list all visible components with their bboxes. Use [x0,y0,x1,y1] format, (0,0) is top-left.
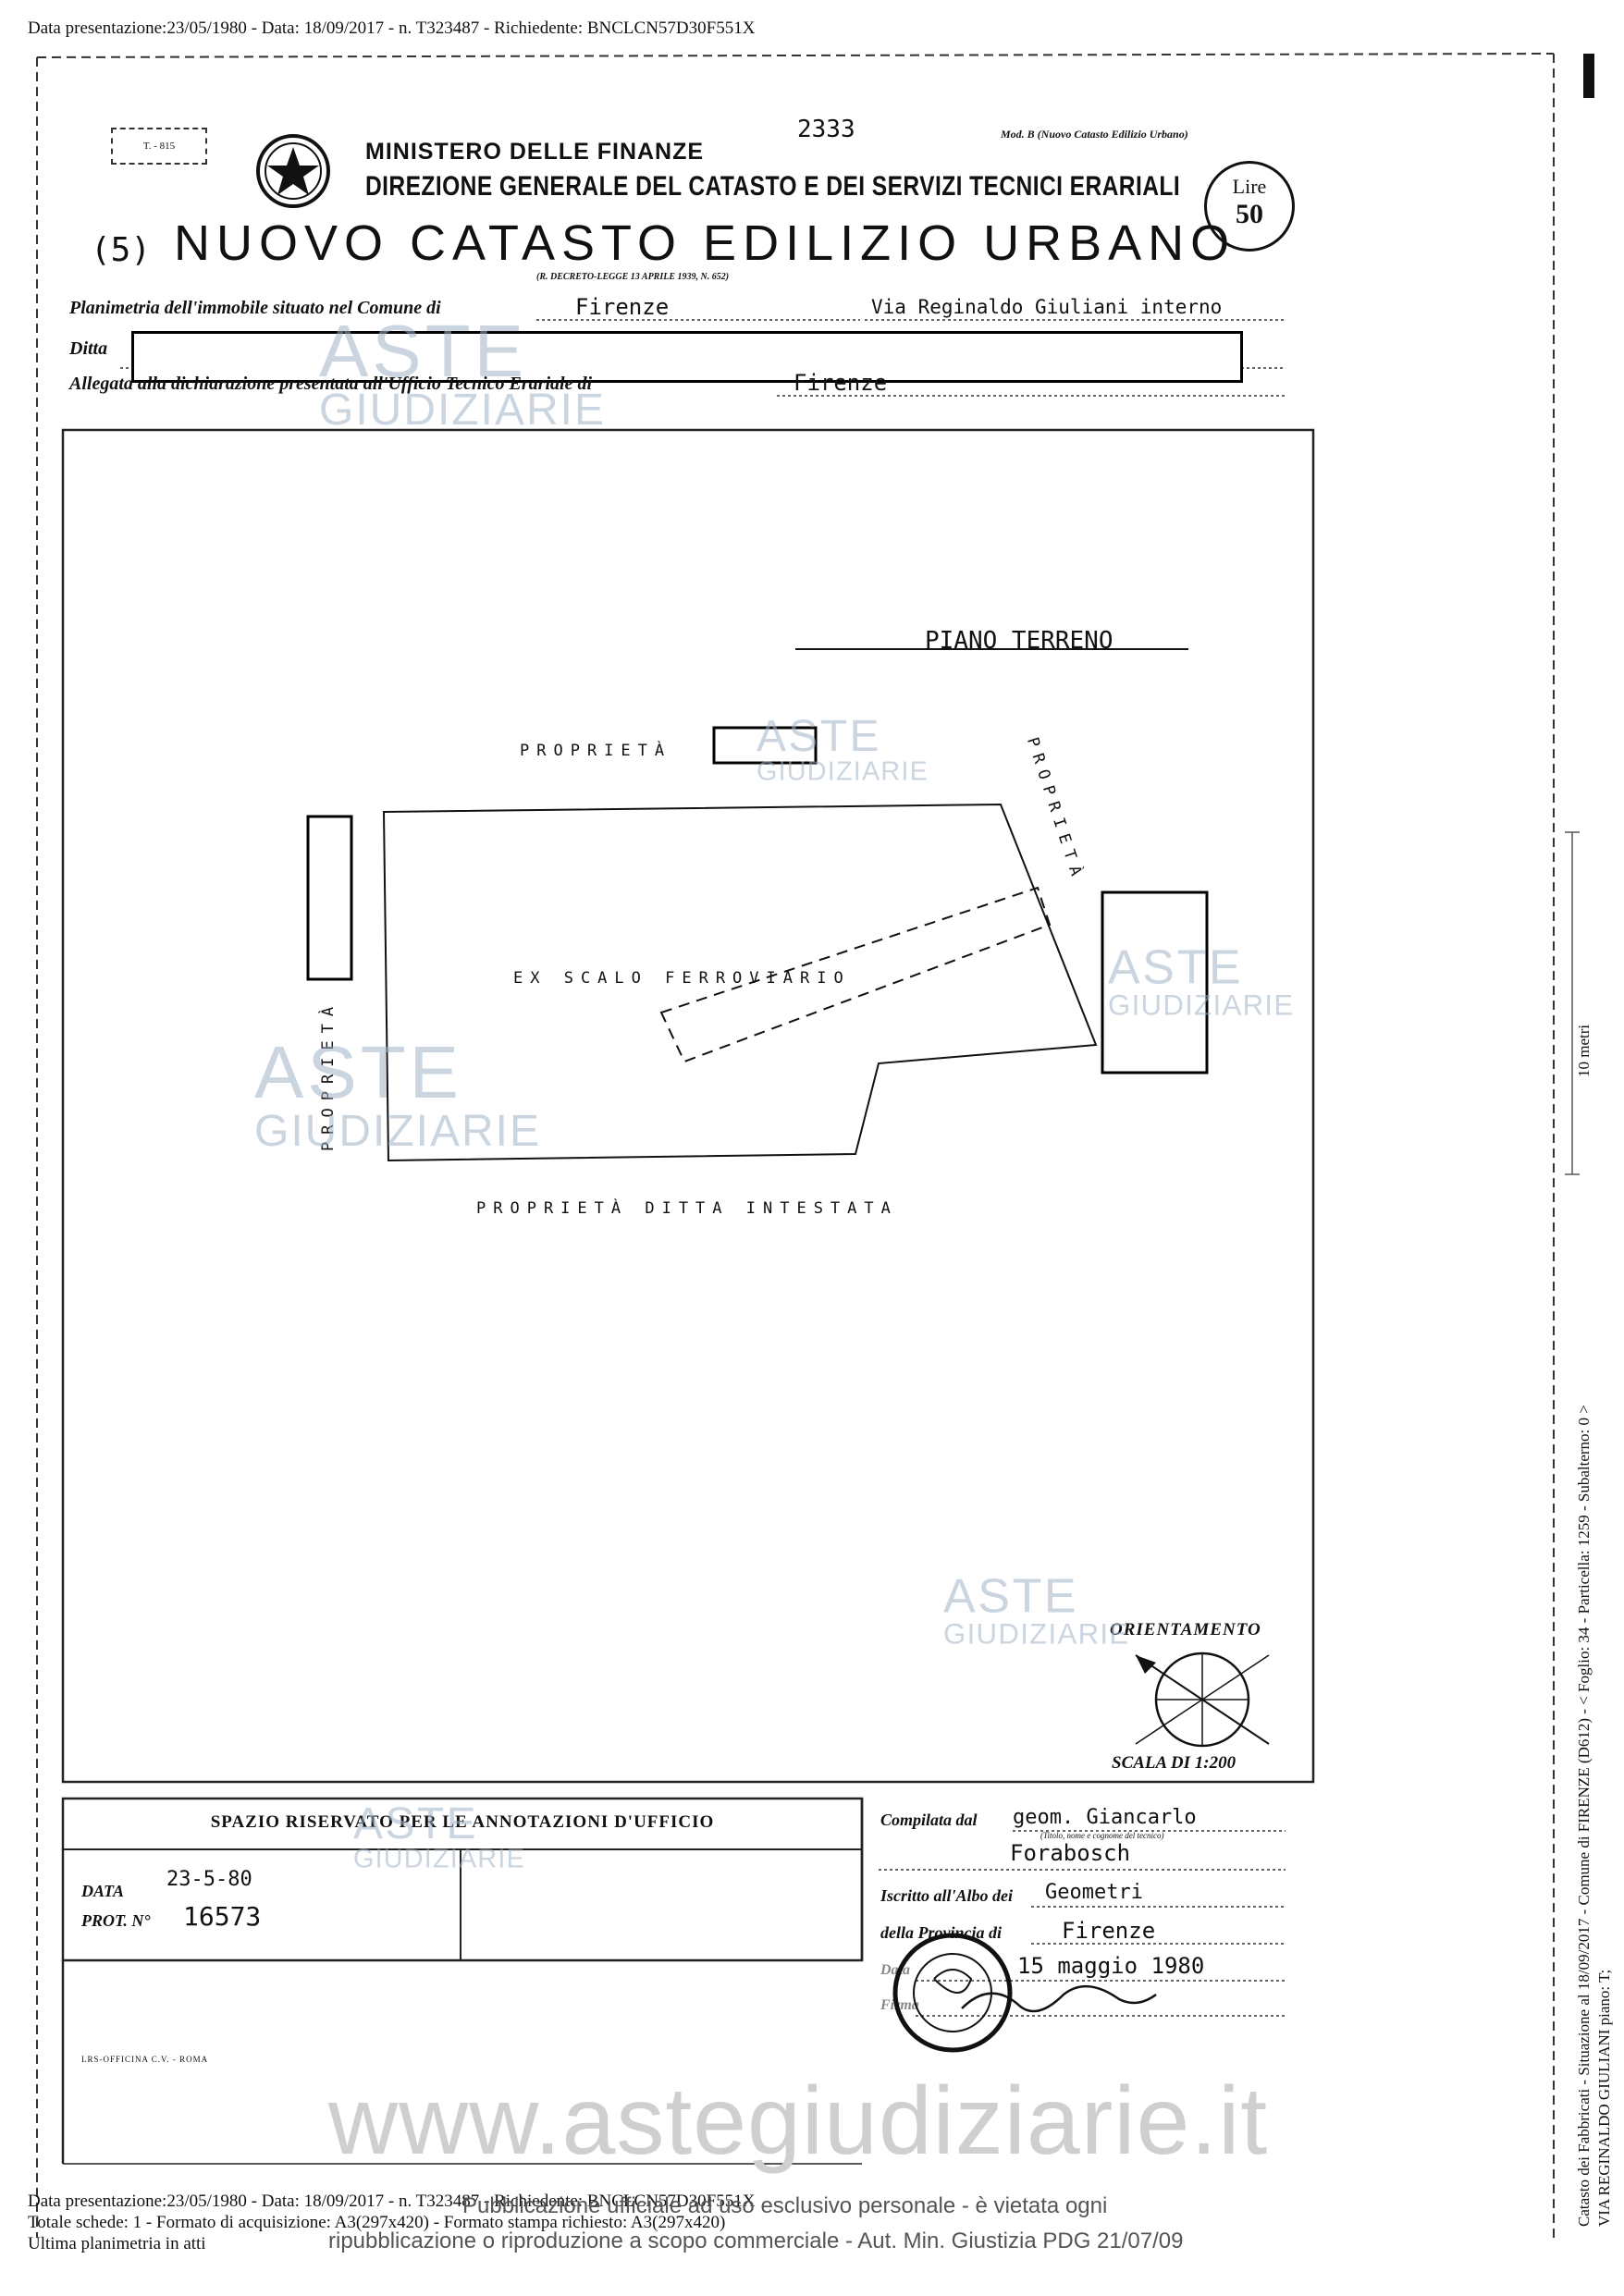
compilata-label: Compilata dal [880,1811,978,1829]
compilata-name: geom. Giancarlo [1013,1806,1197,1829]
model-label: Mod. B (Nuovo Catasto Edilizio Urbano) [1001,128,1188,141]
footer-pub-2: ripubblicazione o riproduzione a scopo c… [328,2228,1184,2253]
label-ex-scalo: EX SCALO FERROVIARIO [513,969,851,988]
annotation-date-label: DATA [81,1882,125,1900]
handwritten-number: 2333 [797,116,855,143]
allegata-label: Allegata alla dichiarazione presentata a… [69,374,592,394]
lire-stamp: Lire 50 [1204,161,1295,252]
label-proprieta-top: PROPRIETÀ [520,742,672,760]
compass-icon [1135,1651,1270,1748]
side-scale-label: 10 metri [1575,1024,1593,1077]
iscritto-label: Iscritto all'Albo dei [880,1886,1014,1905]
page-header: Data presentazione:23/05/1980 - Data: 18… [28,18,756,38]
compiler-date: 15 maggio 1980 [1017,1953,1205,1979]
watermark-url: www.astegiudiziarie.it [328,2068,1269,2175]
scale-label: SCALA DI 1:200 [1112,1753,1236,1773]
printer-label: LRS-OFFICINA C.V. - ROMA [81,2055,209,2064]
ditta-redaction [131,331,1243,383]
via-value: Via Reginaldo Giuliani interno [871,296,1223,318]
data-label: Data [880,1962,910,1978]
decree-ref: (R. DECRETO-LEGGE 13 APRILE 1939, N. 652… [536,272,730,282]
annotation-prot: 16573 [183,1901,262,1932]
orientamento-label: ORIENTAMENTO [1110,1620,1261,1639]
footer-pub-1: Pubblicazione ufficiale ad uso esclusivo… [462,2193,1108,2218]
ministry-name: MINISTERO DELLE FINANZE [365,139,705,165]
provincia-label: della Provincia di [880,1923,1002,1942]
footer-line-3: Ultima planimetria in atti [28,2234,206,2253]
direction-name: DIREZIONE GENERALE DEL CATASTO E DEI SER… [365,171,1181,202]
footer-line-2: Totale schede: 1 - Formato di acquisizio… [28,2213,726,2232]
sheet-mark: (5) [91,231,152,269]
compilata-surname: Forabosch [1010,1840,1131,1866]
titolo-note: (Titolo, nome e cognome del tecnico) [1040,1831,1164,1840]
side-line-2: VIA REGINALDO GIULIANI piano: T; [1595,1969,1613,2227]
footer-line-1: Data presentazione:23/05/1980 - Data: 18… [28,2192,756,2211]
stamp-code: T. - 815 [111,128,207,165]
emblem-icon [256,134,330,208]
lire-value: 50 [1236,199,1263,229]
floor-label: PIANO TERRENO [925,627,1113,655]
albo-value: Geometri [1045,1881,1143,1904]
annotation-date: 23-5-80 [166,1868,252,1891]
comune-value: Firenze [575,294,670,320]
annotations-title: SPAZIO RISERVATO PER LE ANNOTAZIONI D'UF… [210,1812,715,1832]
planimetria-label: Planimetria dell'immobile situato nel Co… [69,298,441,318]
firma-label: Firma [880,1997,919,2013]
label-proprieta-bottom: PROPRIETÀ DITTA INTESTATA [476,1199,898,1218]
provincia-value: Firenze [1062,1918,1156,1944]
side-line-1: Catasto dei Fabbricati - Situazione al 1… [1575,1405,1593,2227]
annotation-prot-label: PROT. N° [81,1911,151,1930]
allegata-city: Firenze [794,370,888,396]
signature-scribble [961,1984,1157,2013]
ditta-label: Ditta [69,338,108,359]
lire-label: Lire [1232,175,1267,198]
form-title: NUOVO CATASTO EDILIZIO URBANO [174,215,1236,271]
